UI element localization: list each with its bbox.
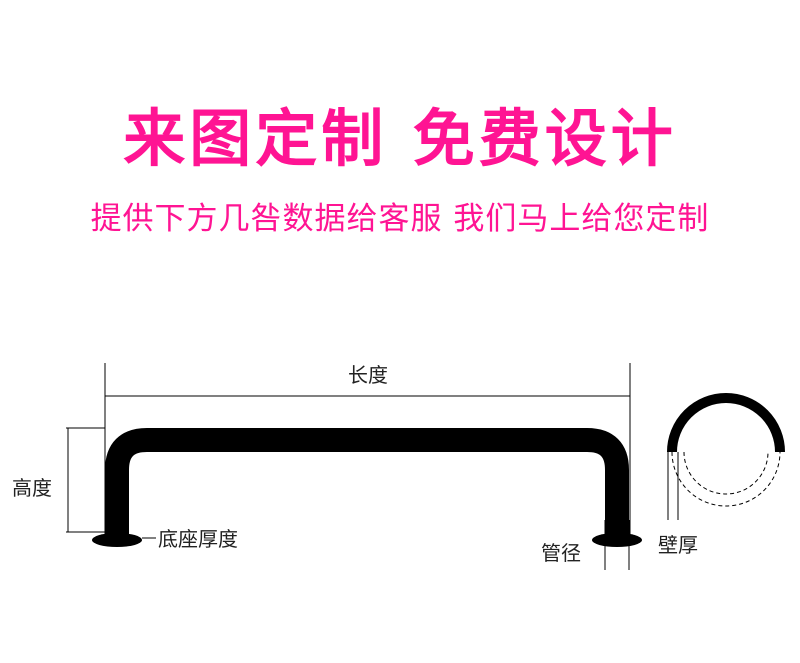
length-dimension: [104, 363, 631, 540]
height-label: 高度: [12, 476, 52, 500]
height-dimension: [66, 427, 105, 533]
base-thickness-label: 底座厚度: [158, 527, 238, 551]
headline-title: 来图定制 免费设计: [123, 102, 677, 175]
left-base-plate: [92, 533, 142, 547]
length-label: 长度: [348, 363, 388, 387]
headline-subtitle: 提供下方几咎数据给客服 我们马上给您定制: [90, 201, 710, 237]
handrail-shape: [105, 428, 629, 536]
wall-thickness-label: 壁厚: [658, 533, 698, 557]
pipe-diameter-label: 管径: [541, 541, 581, 565]
right-base-plate: [592, 533, 642, 547]
pipe-diameter-dimension: [604, 520, 630, 570]
wall-thickness-dimension: [667, 452, 679, 520]
pipe-cross-section: [667, 393, 785, 507]
